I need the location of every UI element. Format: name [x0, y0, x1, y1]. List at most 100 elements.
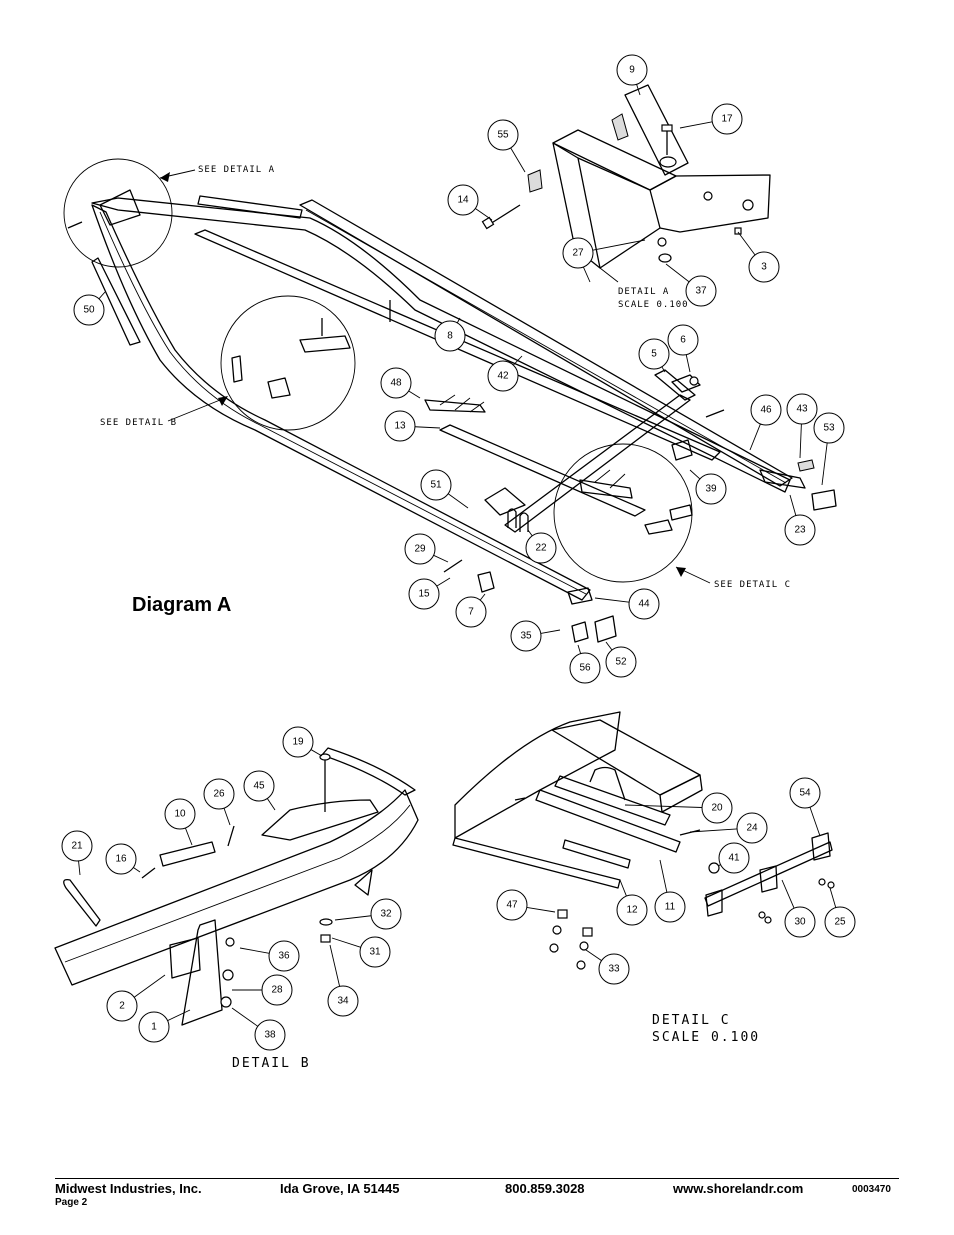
- callout-leader: [605, 641, 613, 651]
- callout-circle: [359, 936, 391, 968]
- callout-circle: [447, 184, 479, 216]
- callout-13: 13: [384, 410, 441, 442]
- note-see-detail-a: SEE DETAIL A: [198, 165, 275, 175]
- callout-8: 8: [434, 317, 466, 352]
- note-detail-a: DETAIL A: [618, 287, 669, 297]
- callout-56: 56: [569, 644, 601, 684]
- callout-leader: [799, 423, 802, 459]
- callout-circle: [487, 360, 519, 392]
- callout-leader: [479, 593, 486, 601]
- callout-number: 10: [174, 809, 186, 820]
- callout-leader: [526, 906, 556, 913]
- callout-leader: [636, 84, 641, 96]
- callout-number: 39: [705, 484, 717, 495]
- callout-number: 23: [794, 525, 806, 536]
- callout-circle: [789, 777, 821, 809]
- callout-1: 1: [138, 1009, 191, 1043]
- callout-35: 35: [510, 620, 561, 652]
- callout-circle: [105, 843, 137, 875]
- callout-circle: [638, 338, 670, 370]
- callout-26: 26: [203, 778, 235, 826]
- callout-circle: [61, 830, 93, 862]
- callout-number: 12: [626, 905, 638, 916]
- callout-30: 30: [781, 879, 816, 938]
- callout-leader: [594, 597, 630, 603]
- callout-circle: [736, 812, 768, 844]
- callout-number: 48: [390, 378, 402, 389]
- callout-circle: [408, 578, 440, 610]
- callout-28: 28: [232, 974, 293, 1006]
- callout-number: 30: [794, 917, 806, 928]
- footer-doc-number: 0003470: [852, 1184, 891, 1195]
- callout-circle: [282, 726, 314, 758]
- callout-circle: [327, 985, 359, 1017]
- note-see-detail-b: SEE DETAIL B: [100, 418, 177, 428]
- callout-circle: [525, 532, 557, 564]
- footer-website[interactable]: www.shorelandr.com: [673, 1181, 804, 1196]
- callout-leader: [659, 859, 668, 893]
- callout-number: 11: [665, 902, 676, 913]
- callout-number: 26: [213, 789, 225, 800]
- callout-number: 52: [615, 657, 627, 668]
- callout-leader: [408, 390, 421, 399]
- callout-number: 16: [115, 854, 127, 865]
- callout-circle: [701, 792, 733, 824]
- callout-leader: [749, 423, 761, 451]
- note-detail-b: DETAIL B: [232, 1056, 311, 1071]
- callout-leader: [577, 644, 582, 654]
- callout-leader: [231, 1007, 259, 1027]
- callout-leader: [665, 263, 690, 283]
- detail-circle-b: [167, 295, 356, 431]
- callout-circle: [569, 652, 601, 684]
- callout-leader: [619, 879, 627, 897]
- callout-22: 22: [525, 529, 557, 564]
- callout-24: 24: [689, 812, 768, 844]
- callout-leader: [661, 366, 666, 373]
- callout-circle: [813, 412, 845, 444]
- callout-number: 8: [447, 331, 453, 342]
- callout-number: 27: [572, 248, 584, 259]
- callout-circle: [268, 940, 300, 972]
- callout-41: 41: [717, 842, 750, 874]
- callout-leader: [829, 887, 837, 908]
- callout-number: 54: [799, 788, 811, 799]
- callout-33: 33: [585, 949, 630, 985]
- callout-leader: [456, 317, 461, 324]
- drawing-notes: SEE DETAIL A SEE DETAIL B SEE DETAIL C D…: [100, 165, 790, 1071]
- callout-31: 31: [331, 936, 391, 968]
- callout-51: 51: [420, 469, 469, 509]
- callout-circle: [654, 891, 686, 923]
- callout-42: 42: [487, 355, 523, 392]
- callout-circle: [404, 533, 436, 565]
- callout-number: 15: [418, 589, 430, 600]
- callout-circle: [164, 798, 196, 830]
- callout-leader: [167, 1009, 191, 1022]
- callout-leader: [737, 231, 756, 256]
- callout-52: 52: [605, 641, 637, 678]
- callout-number: 21: [71, 841, 83, 852]
- callout-number: 32: [380, 909, 392, 920]
- callout-circle: [73, 294, 105, 326]
- callout-36: 36: [239, 940, 300, 972]
- callout-21: 21: [61, 830, 93, 876]
- callout-number: 45: [253, 781, 265, 792]
- callout-34: 34: [327, 944, 359, 1017]
- callout-leader: [475, 208, 493, 221]
- callout-circle: [748, 251, 780, 283]
- callout-circle: [711, 103, 743, 135]
- callout-leader: [592, 239, 646, 251]
- callout-20: 20: [624, 792, 733, 824]
- detail-circle-a: [63, 158, 196, 268]
- callout-circle: [106, 990, 138, 1022]
- footer-company: Midwest Industries, Inc.: [55, 1181, 202, 1196]
- callout-leader: [98, 291, 106, 300]
- callout-circle: [667, 324, 699, 356]
- callout-circle: [750, 394, 782, 426]
- callout-number: 17: [721, 114, 733, 125]
- callout-leader: [433, 554, 449, 563]
- detail-b-drawing: [54, 747, 419, 1026]
- callout-number: 29: [414, 544, 426, 555]
- callout-47: 47: [496, 889, 556, 921]
- callout-46: 46: [749, 394, 782, 451]
